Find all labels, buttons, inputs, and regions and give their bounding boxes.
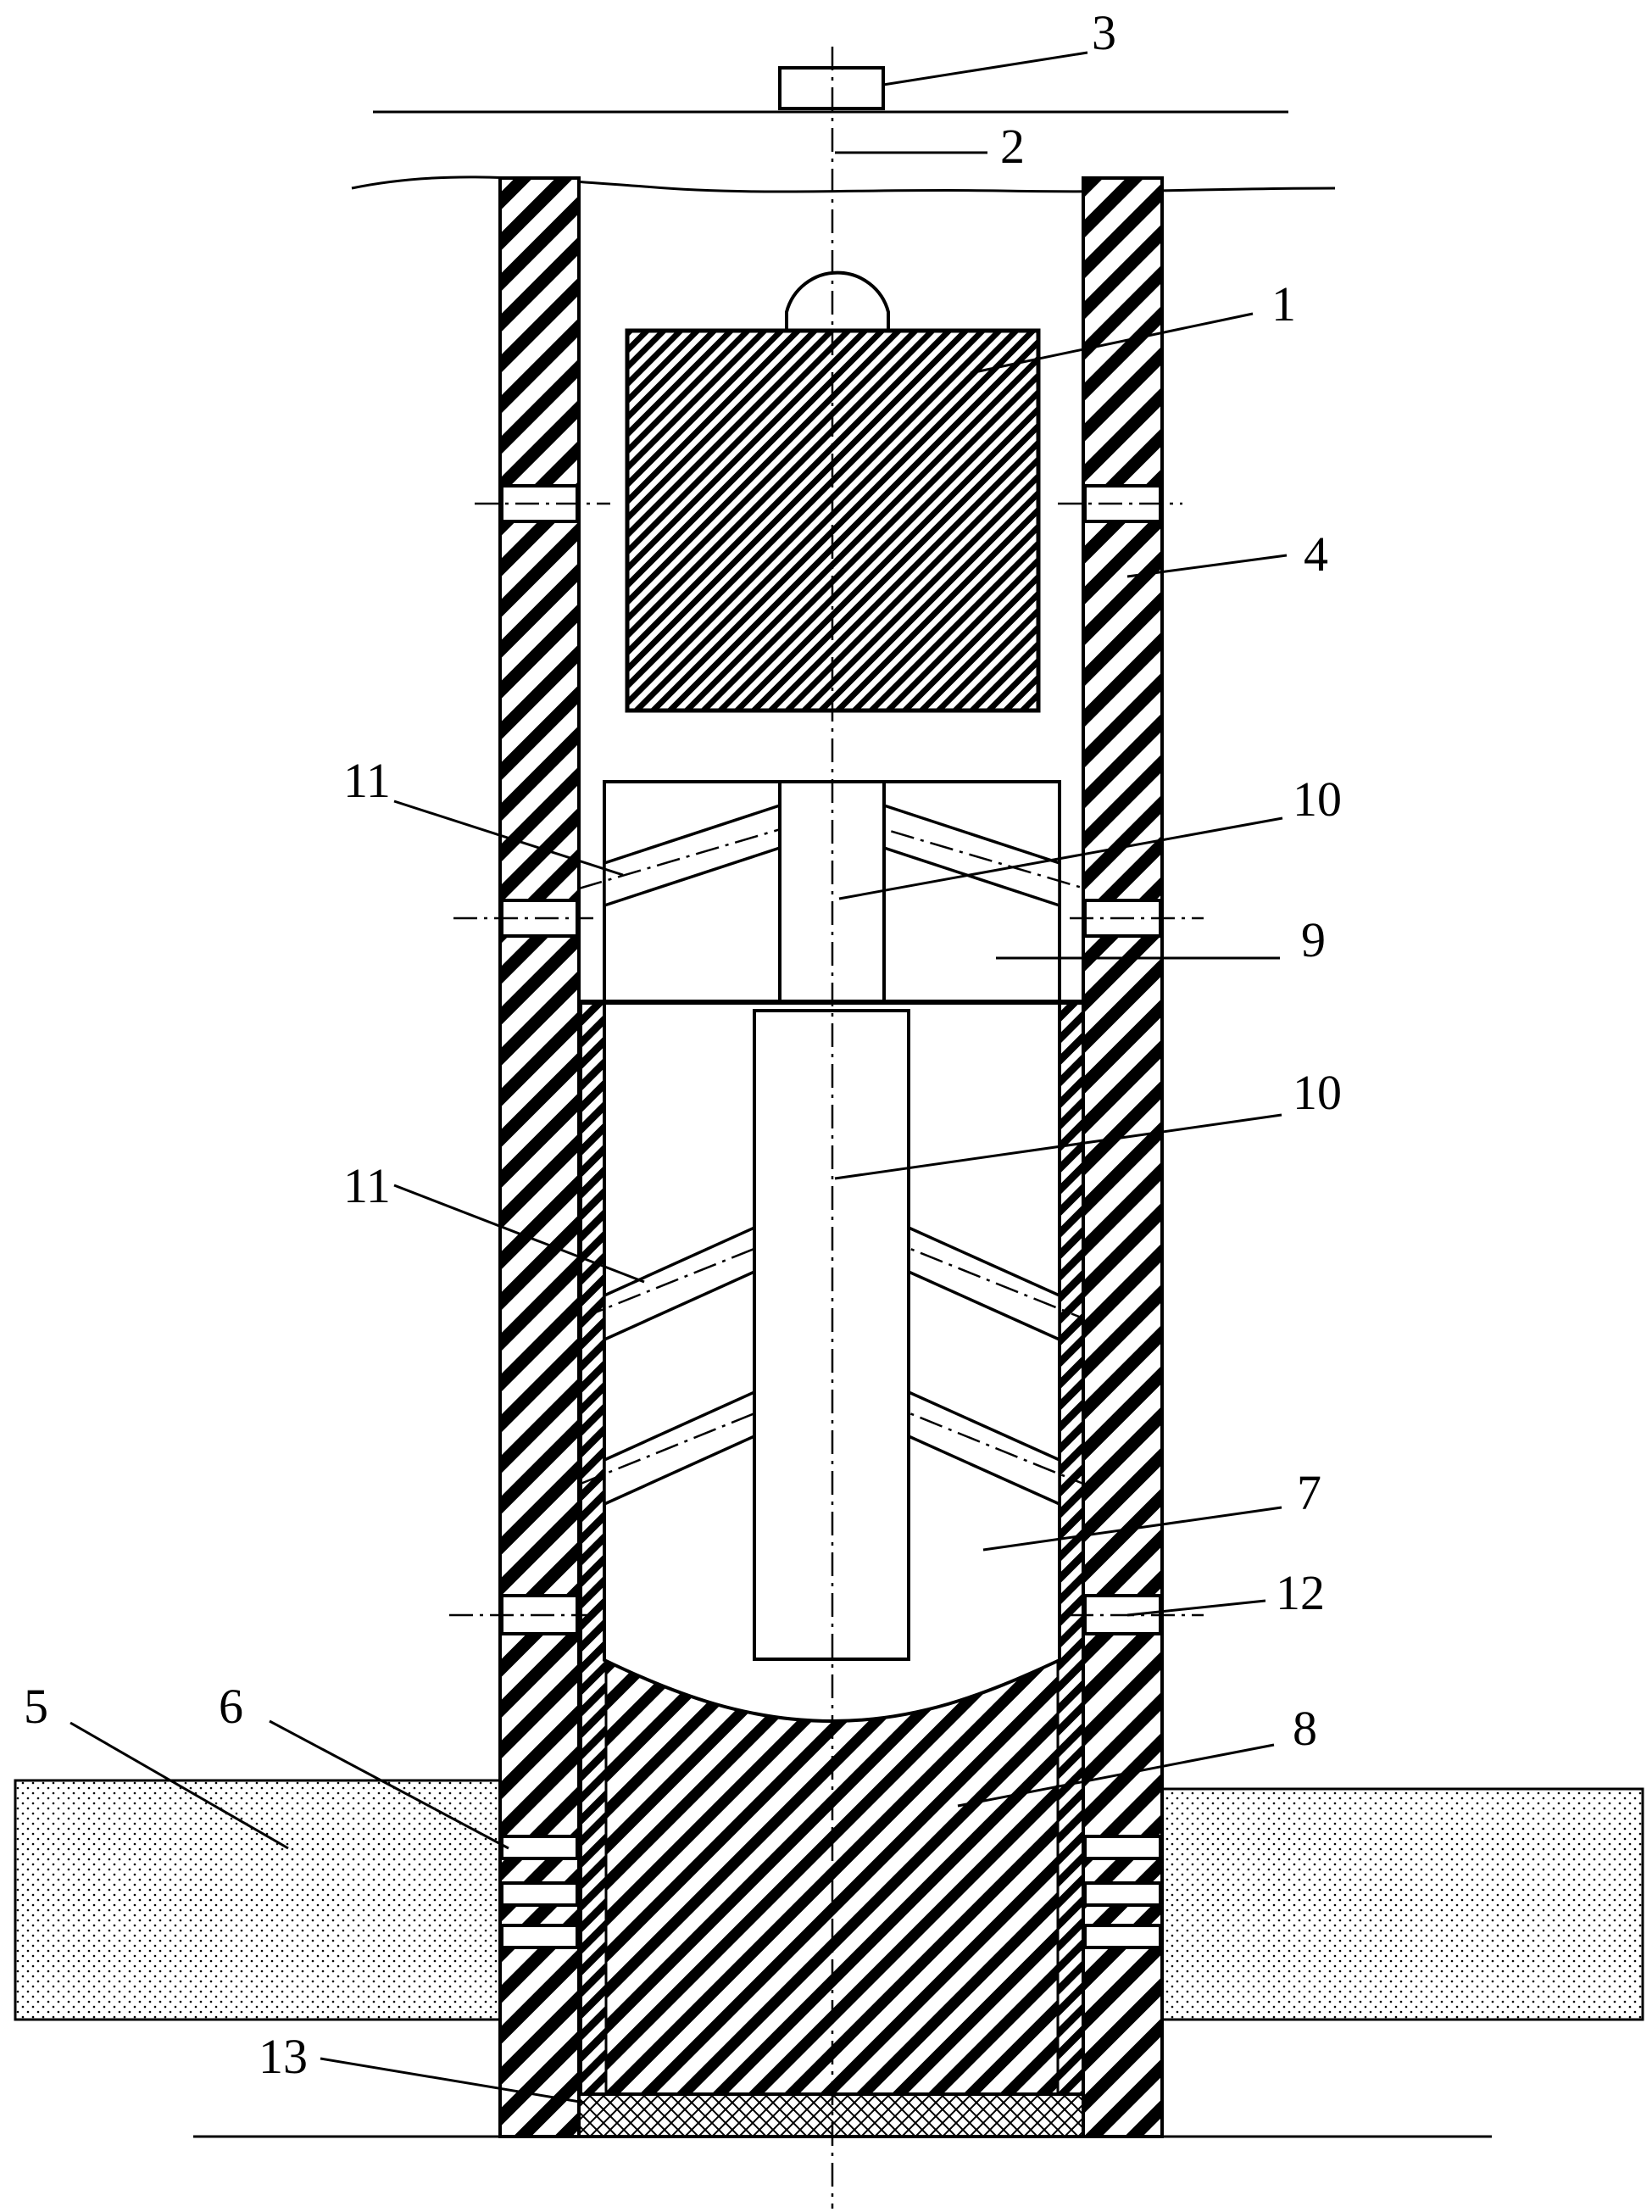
label-8: 8	[1293, 1701, 1317, 1756]
label-4: 4	[1304, 527, 1328, 582]
label-10-lower: 10	[1293, 1065, 1342, 1120]
label-13: 13	[259, 2029, 308, 2084]
label-6: 6	[219, 1679, 243, 1734]
label-1: 1	[1271, 276, 1296, 332]
bottom-filter	[579, 2094, 1083, 2137]
label-9: 9	[1301, 912, 1326, 967]
label-12: 12	[1276, 1565, 1325, 1620]
formation-layer-left	[15, 1780, 500, 2020]
label-5: 5	[24, 1679, 48, 1734]
label-7: 7	[1297, 1465, 1321, 1520]
label-10-upper: 10	[1293, 772, 1342, 827]
formation-layer-right	[1160, 1789, 1643, 2020]
label-3: 3	[1092, 5, 1116, 60]
weight-lifting-eye	[787, 273, 888, 331]
label-11-upper: 11	[343, 753, 391, 808]
label-11-lower: 11	[343, 1158, 391, 1213]
label-2: 2	[1000, 119, 1025, 174]
